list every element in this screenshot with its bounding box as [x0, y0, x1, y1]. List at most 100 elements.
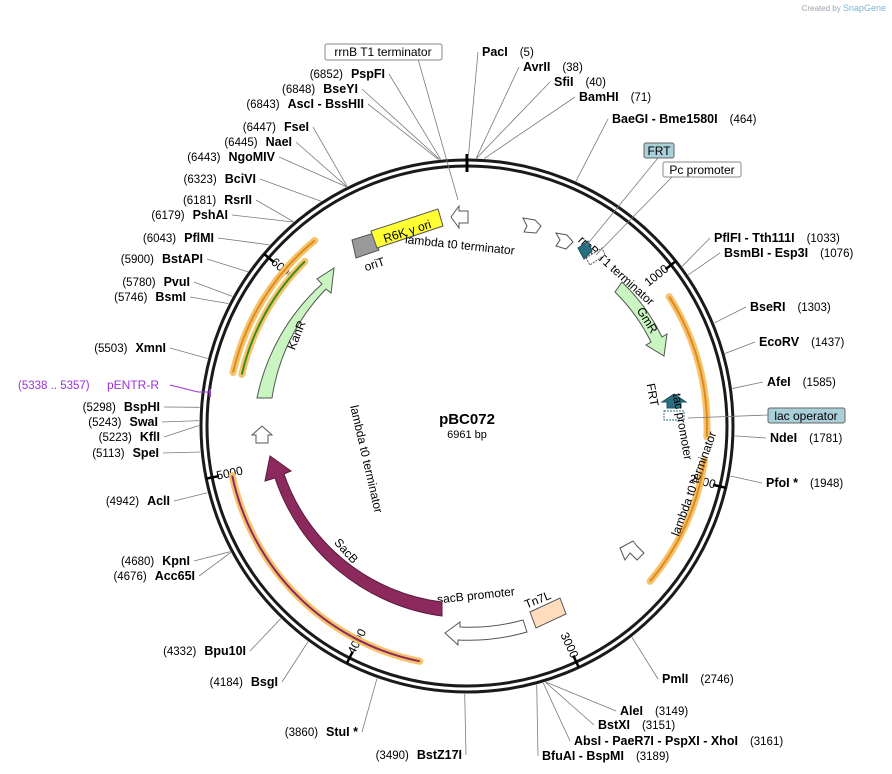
enzyme-acli[interactable]: AclI(4942): [106, 494, 170, 508]
enzyme-acc65i[interactable]: Acc65I(4676): [113, 569, 195, 583]
enzyme-avrii[interactable]: AvrII(38): [523, 60, 583, 74]
enzyme-name: NaeI: [266, 135, 292, 149]
enzyme-pshai[interactable]: PshAI(6179): [151, 208, 228, 222]
leader-line: [193, 281, 233, 297]
gmr-feature[interactable]: [614, 281, 668, 357]
enzyme-bpu10i[interactable]: Bpu10I(4332): [163, 644, 246, 658]
enzyme-name: AscI - BssHII: [288, 97, 364, 111]
enzyme-bseyi[interactable]: BseYI(6848): [282, 82, 358, 96]
enzyme-xmni[interactable]: XmnI(5503): [94, 341, 166, 355]
enzyme-position: (6181): [183, 195, 216, 207]
enzyme-bsmi[interactable]: BsmI(5746): [114, 290, 186, 304]
leader-line: [483, 96, 576, 159]
ruler-tick-label: 1000: [642, 261, 672, 289]
enzyme-position: (4676): [113, 571, 146, 583]
enzyme-ngomiv[interactable]: NgoMIV(6443): [187, 150, 275, 164]
ruler-tick-label: 5000: [215, 464, 244, 483]
ruler-tick: [572, 655, 580, 668]
pc-promoter-feature[interactable]: [585, 247, 606, 266]
enzyme-pspfi[interactable]: PspFI(6852): [310, 67, 385, 81]
enzyme-name: PflFI - Tth111I: [714, 231, 795, 245]
enzyme-name: NgoMIV: [228, 150, 275, 164]
leader-line: [198, 552, 231, 577]
enzyme-position: (4184): [210, 677, 243, 689]
rrnb-inner-arrow: [522, 217, 542, 234]
enzyme-bseri[interactable]: BseRI(1303): [750, 300, 831, 314]
leader-line: [361, 678, 378, 733]
leader-line: [255, 199, 294, 223]
enzyme-bstapi[interactable]: BstAPI(5900): [121, 252, 203, 266]
frt-right-feature[interactable]: [660, 393, 688, 409]
enzyme-naei[interactable]: NaeI (6445): [224, 135, 292, 149]
enzyme-absi[interactable]: AbsI - PaeR7I - PspXI - XhoI(3161): [574, 734, 783, 748]
enzyme-pflfi[interactable]: PflFI - Tth111I (1033): [714, 231, 840, 245]
enzyme-pmli[interactable]: PmlI(2746): [662, 672, 734, 686]
lacop-box-text: lac operator: [774, 409, 837, 423]
enzyme-bfuai[interactable]: BfuAI - BspMI(3189): [542, 749, 669, 763]
enzyme-position: (5243): [88, 417, 121, 429]
enzyme-bsmbi[interactable]: BsmBI - Esp3I(1076): [724, 246, 853, 260]
enzyme-position: (1033): [807, 233, 840, 245]
enzyme-bstz17i[interactable]: BstZ17I(3490): [376, 748, 462, 762]
boxed-label-frt: FRT: [585, 142, 675, 247]
rrnb-inner-arrow-2: [555, 232, 574, 250]
enzyme-afei[interactable]: AfeI(1585): [767, 375, 836, 389]
enzyme-pfoi[interactable]: PfoI *(1948): [766, 476, 843, 490]
r6k-feature[interactable]: [370, 208, 444, 249]
enzyme-baegi[interactable]: BaeGI - Bme1580I(464): [612, 112, 757, 126]
enzyme-name: AbsI - PaeR7I - PspXI - XhoI: [574, 734, 738, 748]
enzyme-position: (6445): [224, 137, 257, 149]
leader-line: [542, 682, 571, 742]
enzyme-name: BstAPI: [162, 252, 203, 266]
orit-feature[interactable]: [351, 232, 380, 259]
enzyme-position: (6852): [310, 69, 343, 81]
enzyme-bsphi[interactable]: BspHI(5298): [83, 400, 160, 414]
snapgene-logo: SnapGene: [842, 3, 886, 13]
sacb-feature[interactable]: [264, 455, 443, 617]
enzyme-name: NdeI: [770, 431, 797, 445]
enzyme-stui[interactable]: StuI *(3860): [285, 725, 358, 739]
leader-line: [545, 681, 595, 726]
enzyme-fsei[interactable]: FseI(6447): [243, 120, 309, 134]
enzyme-ecorv[interactable]: EcoRV(1437): [759, 335, 844, 349]
snapgene-credit: Created by SnapGene: [802, 3, 886, 13]
enzyme-bamhi[interactable]: BamHI(71): [579, 90, 651, 104]
enzyme-pflmi[interactable]: PflMI(6043): [143, 231, 214, 245]
plasmid-name: pBC072: [439, 411, 495, 428]
enzyme-asci[interactable]: AscI - BssHII(6843): [246, 97, 364, 111]
ruler-tick: [664, 260, 677, 271]
enzyme-position: (1781): [809, 433, 842, 445]
kanr-feature[interactable]: [256, 267, 335, 399]
enzyme-position: (464): [730, 114, 757, 126]
enzyme-name: BciVI: [225, 172, 256, 186]
enzyme-rsrii[interactable]: RsrII(6181): [183, 193, 252, 207]
leader-line: [575, 118, 609, 182]
tn7l-feature[interactable]: [529, 597, 567, 629]
enzyme-pvui[interactable]: PvuI(5780): [122, 275, 190, 289]
enzyme-kfli[interactable]: KflI(5223): [99, 430, 160, 444]
enzyme-paci[interactable]: PacI(5): [482, 45, 534, 59]
enzyme-name: SfiI: [554, 75, 573, 89]
enzyme-bsgi[interactable]: BsgI(4184): [210, 675, 278, 689]
enzyme-alei[interactable]: AleI(3149): [620, 704, 688, 718]
enzyme-name: PmlI: [662, 672, 688, 686]
frt-top-feature[interactable]: [577, 240, 593, 260]
leader-line: [281, 641, 309, 683]
enzyme-spei[interactable]: SpeI(5113): [92, 446, 159, 460]
enzyme-position: (4332): [163, 646, 196, 658]
enzyme-position: (71): [631, 92, 652, 104]
enzyme-leaders: [161, 51, 767, 757]
enzyme-name: XmnI: [135, 341, 166, 355]
enzyme-bcivi[interactable]: BciVI(6323): [183, 172, 256, 186]
enzyme-position: (38): [562, 62, 583, 74]
lac-operator-feature[interactable]: [663, 410, 685, 421]
sacb-promoter-feature[interactable]: [444, 619, 528, 647]
enzyme-kpni[interactable]: KpnI(4680): [121, 554, 190, 568]
enzyme-ndei[interactable]: NdeI (1781): [770, 431, 843, 445]
enzyme-sfii[interactable]: SfiI(40): [554, 75, 606, 89]
enzyme-bstxi[interactable]: BstXI(3151): [598, 718, 675, 732]
enzyme-name: EcoRV: [759, 335, 800, 349]
kanr-orf-arc: [240, 260, 306, 375]
enzyme-swai[interactable]: SwaI(5243): [88, 415, 158, 429]
boxed-label-lacop: lac operator: [687, 407, 846, 424]
